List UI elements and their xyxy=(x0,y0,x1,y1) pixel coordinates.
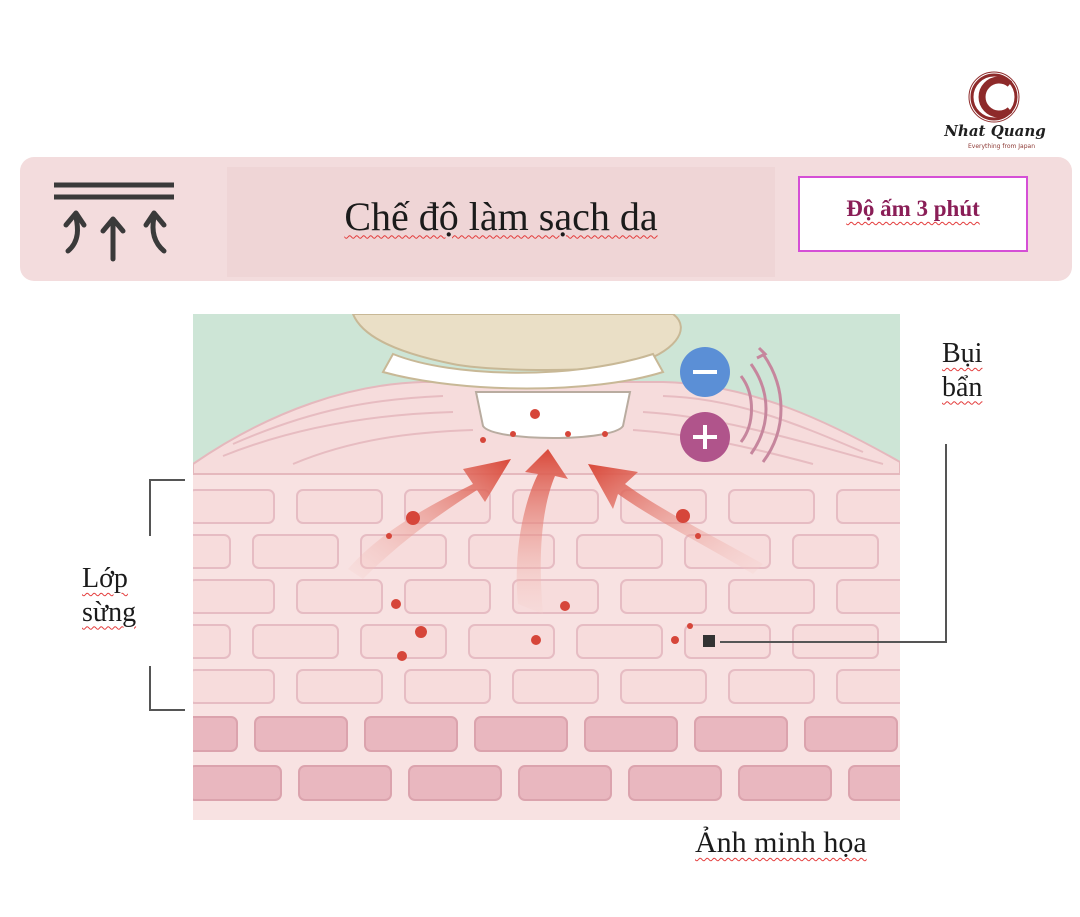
skin-brick xyxy=(296,669,383,704)
skin-brick xyxy=(728,489,815,524)
banner-title-panel xyxy=(227,167,775,277)
skin-brick xyxy=(836,669,900,704)
skin-brick xyxy=(193,669,275,704)
skin-brick xyxy=(694,716,788,752)
suction-arrow-right xyxy=(588,464,763,574)
skin-brick xyxy=(193,489,275,524)
skin-brick xyxy=(628,765,722,801)
skin-brick xyxy=(728,579,815,614)
device-head xyxy=(474,391,632,439)
device-body xyxy=(351,314,682,371)
skin-brick xyxy=(738,765,832,801)
layer-bracket xyxy=(149,479,185,711)
skin-brick xyxy=(848,765,900,801)
banner-title: Chế độ làm sạch da xyxy=(227,157,775,275)
stratum-corneum-label: Lớp sừng xyxy=(82,562,172,629)
skin-brick xyxy=(193,624,231,659)
skin-brick xyxy=(364,716,458,752)
logo-tagline: Everything from Japan xyxy=(968,143,1035,150)
skin-brick xyxy=(408,765,502,801)
warm-duration-text: Độ ấm 3 phút xyxy=(846,196,980,221)
skin-brick xyxy=(728,669,815,704)
device-cuff xyxy=(381,352,665,390)
skin-brick xyxy=(404,669,491,704)
skin-brick xyxy=(252,624,339,659)
skin-brick xyxy=(584,716,678,752)
caption-text: Ảnh minh họa xyxy=(695,826,867,859)
logo-name: Nhat Quang xyxy=(944,122,1046,140)
negative-ion-icon xyxy=(680,347,730,397)
skin-brick xyxy=(404,579,491,614)
skin-brick xyxy=(576,624,663,659)
skin-cleansing-illustration xyxy=(193,314,900,820)
skin-brick xyxy=(193,579,275,614)
skin-brick xyxy=(193,765,282,801)
skin-brick xyxy=(254,716,348,752)
skin-brick xyxy=(296,489,383,524)
skin-brick xyxy=(836,579,900,614)
banner-title-text: Chế độ làm sạch da xyxy=(344,193,658,239)
skin-brick xyxy=(512,669,599,704)
dust-label-line2: bẩn xyxy=(942,371,983,403)
layer-label-line2: sừng xyxy=(82,596,137,628)
brand-logo: Nhat Quang Everything from Japan xyxy=(940,70,1050,155)
dust-label-line1: Bụi xyxy=(942,338,983,369)
mode-banner: Chế độ làm sạch da Độ ấm 3 phút xyxy=(20,157,1072,281)
skin-brick xyxy=(193,716,238,752)
suction-arrow-left xyxy=(348,459,511,579)
logo-mark-icon xyxy=(968,71,1020,123)
skin-brick xyxy=(518,765,612,801)
skin-brick xyxy=(474,716,568,752)
skin-brick xyxy=(252,534,339,569)
vibration-waves-icon xyxy=(739,346,783,463)
skin-brick xyxy=(792,534,879,569)
skin-brick xyxy=(468,624,555,659)
skin-brick xyxy=(620,669,707,704)
layer-label-line1: Lớp xyxy=(82,563,128,594)
skin-brick xyxy=(620,579,707,614)
positive-ion-icon xyxy=(680,412,730,462)
skin-brick xyxy=(296,579,383,614)
illustration-caption: Ảnh minh họa xyxy=(695,825,915,861)
skin-brick xyxy=(836,489,900,524)
skin-brick xyxy=(804,716,898,752)
skin-brick xyxy=(298,765,392,801)
warm-duration-badge: Độ ấm 3 phút xyxy=(798,176,1028,252)
dirt-particles xyxy=(386,409,701,661)
dust-leader-line xyxy=(720,444,947,643)
cleansing-mode-icon xyxy=(54,182,174,262)
suction-arrow-center xyxy=(516,449,568,614)
dust-marker xyxy=(703,635,715,647)
skin-brick xyxy=(576,534,663,569)
skin-brick xyxy=(193,534,231,569)
dust-label: Bụi bẩn xyxy=(942,337,1012,404)
